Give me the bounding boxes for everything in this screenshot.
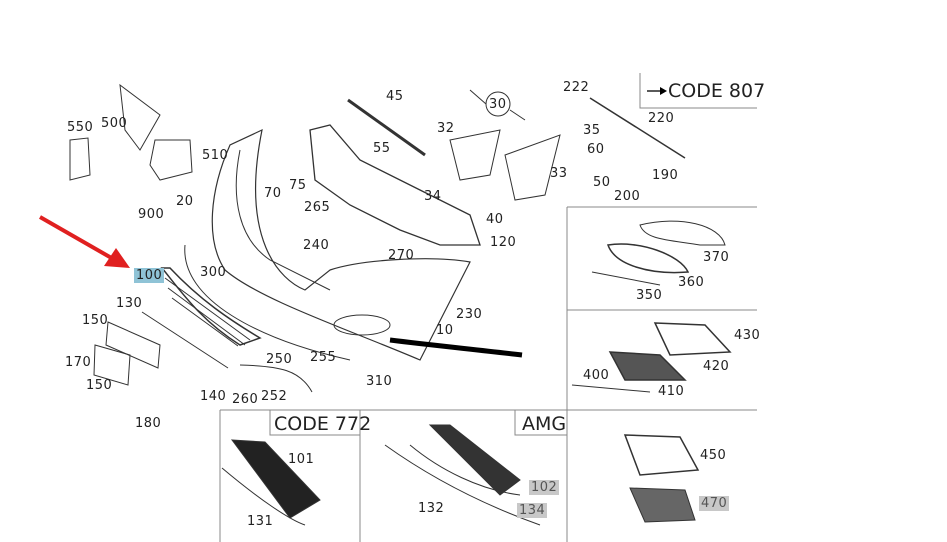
part-label: 55 <box>373 141 391 156</box>
part-label: 430 <box>734 328 761 343</box>
part-label: 35 <box>583 123 601 138</box>
part-label: 255 <box>310 350 337 365</box>
amg-label: AMG <box>522 413 567 435</box>
part-label: 260 <box>232 392 259 407</box>
part-label: 150 <box>82 313 109 328</box>
part-label: 45 <box>386 89 404 104</box>
part-label: 410 <box>658 384 685 399</box>
part-label: 900 <box>138 207 165 222</box>
part-label: 240 <box>303 238 330 253</box>
part-label: 33 <box>550 166 568 181</box>
bumper-carrier <box>309 124 481 246</box>
part-label: 130 <box>116 296 143 311</box>
part-label: 150 <box>86 378 113 393</box>
part-label-grey: 102 <box>529 480 560 495</box>
code-807-label: CODE 807 <box>668 80 766 102</box>
part-label-highlighted: 100 <box>134 268 165 283</box>
part-label: 34 <box>424 189 442 204</box>
part-label: 120 <box>490 235 517 250</box>
part-label: 350 <box>636 288 663 303</box>
part-label: 50 <box>593 175 611 190</box>
part-label: 220 <box>648 111 675 126</box>
code-772-label: CODE 772 <box>274 413 372 435</box>
part-label: 420 <box>703 359 730 374</box>
code-807-box <box>639 73 757 109</box>
part-label: 131 <box>247 514 274 529</box>
part-label: 190 <box>652 168 679 183</box>
red-arrow-icon <box>39 215 130 268</box>
part-label: 500 <box>101 116 128 131</box>
lower-grille-100 <box>160 267 262 346</box>
part-label-grey: 470 <box>699 496 730 511</box>
part-label: 510 <box>202 148 229 163</box>
part-label: 400 <box>583 368 610 383</box>
part-label: 200 <box>614 189 641 204</box>
part-label: 550 <box>67 120 94 135</box>
part-label-grey: 134 <box>517 503 548 518</box>
part-label: 222 <box>563 80 590 95</box>
part-label: 32 <box>437 121 455 136</box>
part-label: 370 <box>703 250 730 265</box>
part-label: 252 <box>261 389 288 404</box>
part-label: 101 <box>288 452 315 467</box>
part-label: 270 <box>388 248 415 263</box>
part-label: 180 <box>135 416 162 431</box>
part-label: 70 <box>264 186 282 201</box>
part-label: 250 <box>266 352 293 367</box>
part-label: 10 <box>436 323 454 338</box>
part-label: 450 <box>700 448 727 463</box>
part-label: 230 <box>456 307 483 322</box>
part-label: 140 <box>200 389 227 404</box>
part-label: 60 <box>587 142 605 157</box>
part-label: 30 <box>489 97 507 112</box>
part-label: 265 <box>304 200 331 215</box>
part-label: 170 <box>65 355 92 370</box>
part-label: 300 <box>200 265 227 280</box>
bumper-cover <box>211 128 471 361</box>
part-label: 40 <box>486 212 504 227</box>
part-label: 20 <box>176 194 194 209</box>
part-label: 75 <box>289 178 307 193</box>
part-label: 360 <box>678 275 705 290</box>
part-label: 310 <box>366 374 393 389</box>
part-label: 132 <box>418 501 445 516</box>
